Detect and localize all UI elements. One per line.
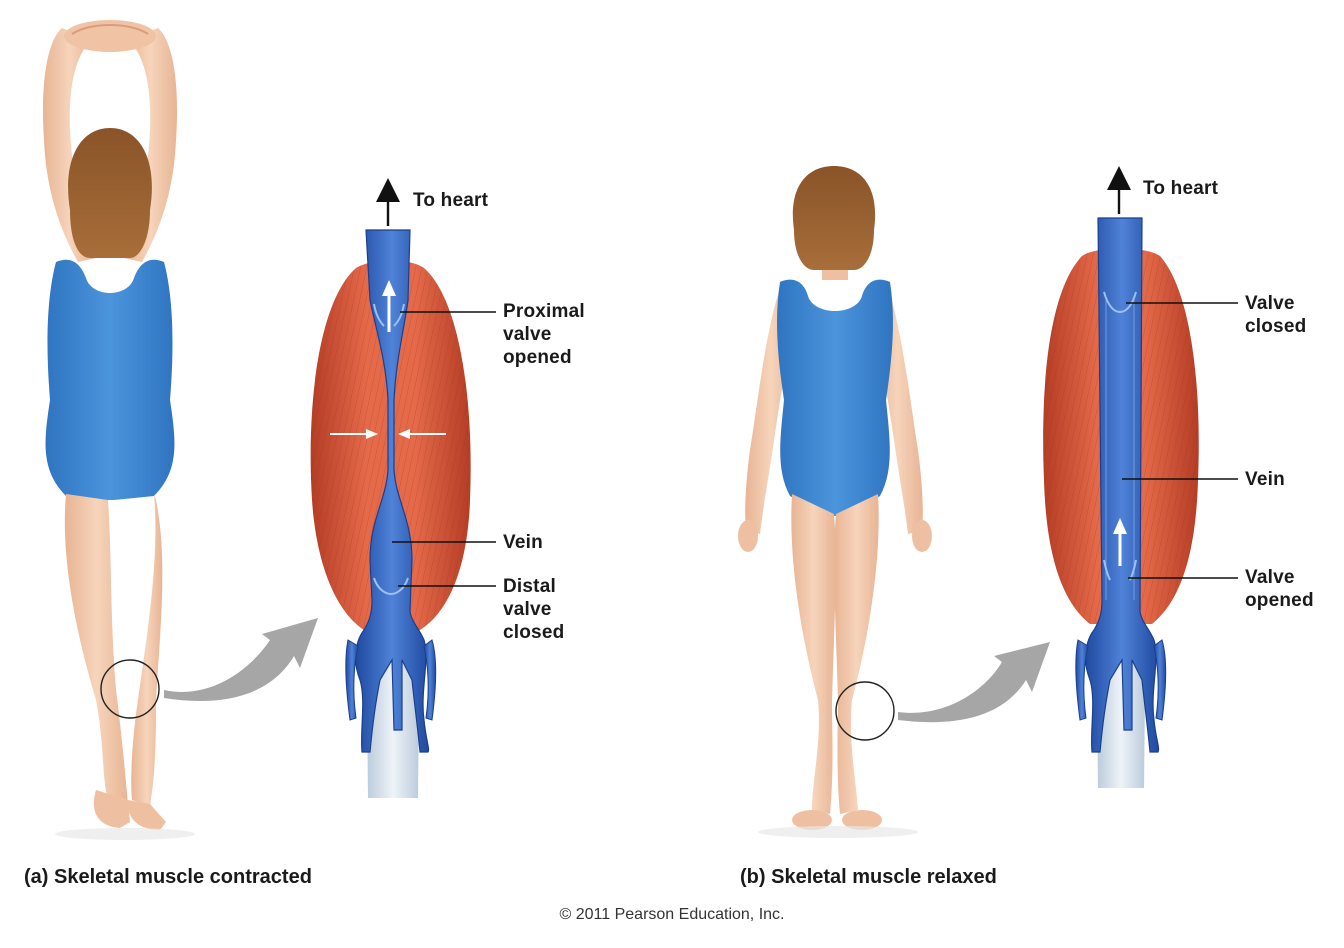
zoom-circle-b xyxy=(835,681,895,741)
label-proximal-valve-opened: Proximal valve opened xyxy=(503,301,585,368)
label-valve-closed: Valve closed xyxy=(1245,293,1307,337)
copyright-notice: © 2011 Pearson Education, Inc. xyxy=(559,906,785,923)
caption-a-text: Skeletal muscle contracted xyxy=(54,866,312,888)
zoom-circle-a xyxy=(100,659,160,719)
vein-a xyxy=(345,229,437,753)
caption-b-tag: (b) xyxy=(740,866,766,888)
label-to-heart-a: To heart xyxy=(413,190,489,211)
figure-a-person xyxy=(42,20,195,840)
caption-b-text: Skeletal muscle relaxed xyxy=(771,866,997,888)
caption-a: (a) Skeletal muscle contracted xyxy=(24,865,312,889)
label-to-heart-b: To heart xyxy=(1143,178,1219,199)
figure-b-person xyxy=(738,166,932,838)
vein-b xyxy=(1075,217,1167,753)
label-valve-opened: Valve opened xyxy=(1245,567,1314,611)
caption-b: (b) Skeletal muscle relaxed xyxy=(740,865,997,889)
pointer-arrow-a xyxy=(164,618,318,702)
label-vein-b: Vein xyxy=(1245,469,1285,490)
label-vein-a: Vein xyxy=(503,532,543,553)
pointer-arrow-b xyxy=(898,642,1050,723)
label-distal-valve-closed: Distal valve closed xyxy=(503,576,565,643)
compression-arrows-a xyxy=(330,429,446,439)
caption-a-tag: (a) xyxy=(24,866,49,888)
